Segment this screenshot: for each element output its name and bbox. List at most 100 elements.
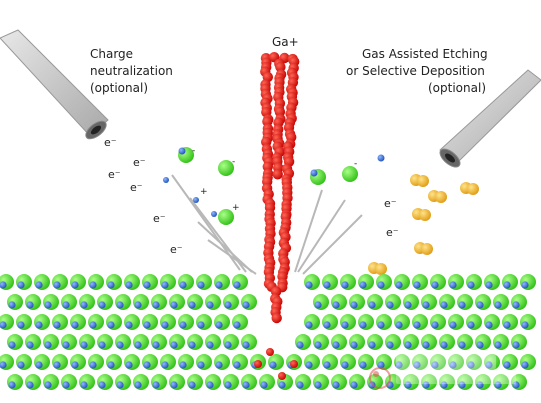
substrate-core <box>17 281 25 289</box>
substrate-core <box>332 381 340 389</box>
gas-molecule <box>467 183 479 195</box>
substrate-atom <box>25 334 41 350</box>
substrate-core <box>125 361 133 369</box>
substrate-core <box>386 301 394 309</box>
substrate-atom <box>151 294 167 310</box>
substrate-atom <box>394 274 410 290</box>
substrate-core <box>467 361 475 369</box>
substrate-core <box>431 281 439 289</box>
substrate-atom <box>502 274 518 290</box>
substrate-atom <box>169 294 185 310</box>
substrate-atom <box>223 334 239 350</box>
substrate-core <box>134 301 142 309</box>
substrate-atom <box>214 354 230 370</box>
substrate-atom <box>43 374 59 390</box>
substrate-core <box>404 301 412 309</box>
substrate-core <box>152 381 160 389</box>
implanted-ion <box>278 372 286 380</box>
substrate-atom <box>295 374 311 390</box>
substrate-core <box>143 281 151 289</box>
substrate-core <box>485 321 493 329</box>
substrate-core <box>323 321 331 329</box>
substrate-core <box>197 361 205 369</box>
substrate-core <box>377 361 385 369</box>
substrate-core <box>368 341 376 349</box>
substrate-atom <box>367 294 383 310</box>
substrate-core <box>152 301 160 309</box>
substrate-atom <box>430 314 446 330</box>
substrate-atom <box>358 314 374 330</box>
substrate-core <box>89 321 97 329</box>
substrate-atom <box>196 354 212 370</box>
substrate-core <box>512 381 520 389</box>
substrate-core <box>413 281 421 289</box>
substrate-core <box>278 381 286 389</box>
right-title-line-2: or Selective Deposition <box>346 64 485 78</box>
right-title: Gas Assisted Etching or Selective Deposi… <box>346 47 488 95</box>
substrate-atom <box>97 374 113 390</box>
substrate-core <box>134 341 142 349</box>
substrate-atom <box>232 314 248 330</box>
right-title-line-3: (optional) <box>428 81 486 95</box>
substrate-atom <box>124 354 140 370</box>
substrate-core <box>80 381 88 389</box>
substrate-atom <box>304 314 320 330</box>
substrate-core <box>458 301 466 309</box>
substrate-atom <box>79 374 95 390</box>
substrate-core <box>431 361 439 369</box>
substrate-core <box>440 381 448 389</box>
substrate-core <box>440 341 448 349</box>
substrate-atom <box>124 274 140 290</box>
substrate-atom <box>358 274 374 290</box>
substrate-core <box>458 381 466 389</box>
substrate-atom <box>520 354 536 370</box>
electron-6: e⁻ <box>170 243 183 256</box>
substrate-atom <box>502 354 518 370</box>
electron-8: e⁻ <box>386 226 399 239</box>
substrate-core <box>485 361 493 369</box>
substrate-atom <box>313 374 329 390</box>
substrate-core <box>233 361 241 369</box>
substrate-atom <box>169 374 185 390</box>
substrate-atom <box>511 294 527 310</box>
substrate-core <box>62 301 70 309</box>
substrate-core <box>0 281 7 289</box>
ga-ion-beam <box>260 52 300 324</box>
substrate-atom <box>205 374 221 390</box>
substrate-atom <box>259 374 275 390</box>
substrate-core <box>395 361 403 369</box>
implanted-ion <box>254 360 262 368</box>
substrate-core <box>17 361 25 369</box>
substrate-atom <box>385 334 401 350</box>
substrate-atom <box>313 334 329 350</box>
substrate-core <box>242 381 250 389</box>
substrate-atom <box>304 274 320 290</box>
substrate-core <box>512 301 520 309</box>
substrate-core <box>260 381 268 389</box>
substrate-atom <box>484 314 500 330</box>
substrate-atom <box>322 314 338 330</box>
substrate-core <box>467 281 475 289</box>
substrate-core <box>323 281 331 289</box>
substrate-atom <box>439 334 455 350</box>
substrate-atom <box>421 334 437 350</box>
substrate-core <box>206 381 214 389</box>
substrate-core <box>98 381 106 389</box>
substrate-core <box>161 361 169 369</box>
substrate-core <box>35 281 43 289</box>
substrate-core <box>224 381 232 389</box>
ejected-atom <box>218 160 234 176</box>
substrate-atom <box>331 374 347 390</box>
substrate-atom <box>133 334 149 350</box>
substrate-core <box>404 381 412 389</box>
substrate-atom <box>160 274 176 290</box>
substrate-core <box>116 381 124 389</box>
substrate-atom <box>34 274 50 290</box>
substrate-atom <box>52 314 68 330</box>
substrate-atom <box>34 314 50 330</box>
substrate-core <box>386 341 394 349</box>
substrate-core <box>125 281 133 289</box>
substrate-core <box>305 361 313 369</box>
substrate-atom <box>187 294 203 310</box>
ion-label: Ga+ <box>272 35 299 49</box>
